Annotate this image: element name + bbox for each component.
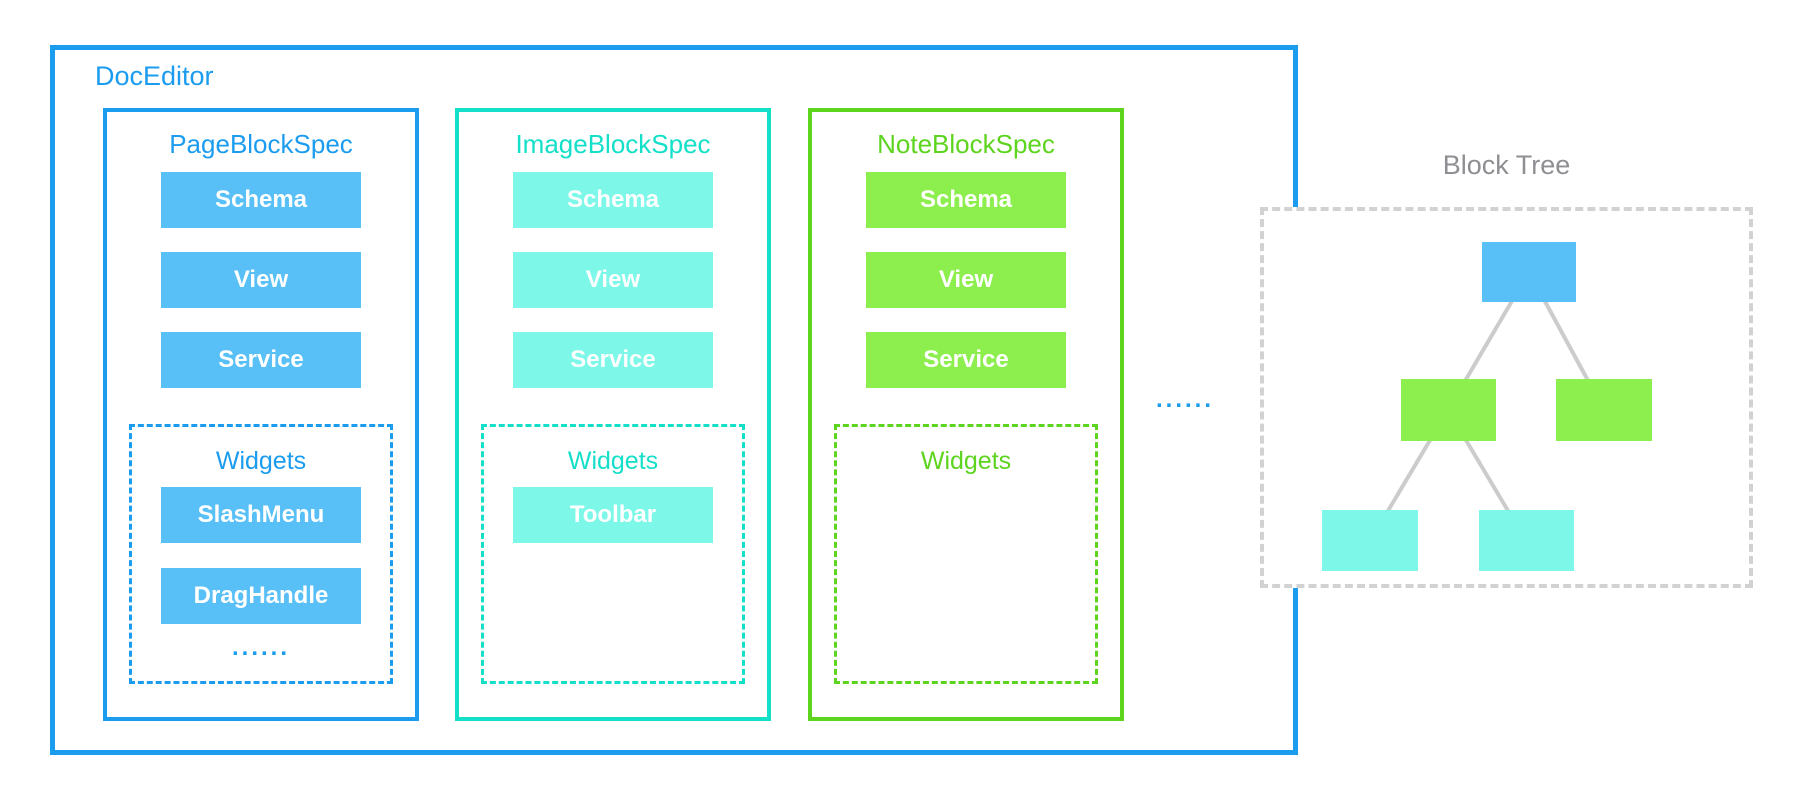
image-widgets-title: Widgets (567, 447, 659, 475)
page-block-spec-box: PageBlockSpec Schema View Service Widget… (103, 108, 419, 721)
note-block-spec-box: NoteBlockSpec Schema View Service Widget… (808, 108, 1124, 721)
image-widgets-box: Widgets Toolbar (481, 424, 745, 684)
note-service-block: Service (866, 332, 1066, 388)
page-slashmenu-block: SlashMenu (161, 487, 361, 543)
page-block-spec-title: PageBlockSpec (169, 129, 353, 159)
block-tree-title: Block Tree (1442, 150, 1571, 180)
more-specs-ellipsis: ...... (1156, 386, 1215, 413)
note-block-spec-title: NoteBlockSpec (877, 129, 1055, 159)
block-tree-graphic (1322, 242, 1652, 571)
page-schema-block: Schema (161, 172, 361, 228)
image-toolbar-block: Toolbar (513, 487, 713, 543)
image-block-spec-title: ImageBlockSpec (515, 129, 711, 159)
tree-node-root (1482, 242, 1576, 302)
tree-node-leaf-right (1479, 510, 1574, 571)
page-widgets-title: Widgets (215, 447, 307, 475)
page-view-block: View (161, 252, 361, 308)
doc-editor-box: DocEditor PageBlockSpec Schema View Serv… (50, 45, 1298, 755)
image-service-block: Service (513, 332, 713, 388)
page-draghandle-block: DragHandle (161, 568, 361, 624)
note-widgets-title: Widgets (920, 447, 1012, 475)
note-view-block: View (866, 252, 1066, 308)
note-schema-block: Schema (866, 172, 1066, 228)
doc-editor-title: DocEditor (95, 61, 214, 91)
tree-node-child-right (1556, 379, 1652, 441)
page-service-block: Service (161, 332, 361, 388)
note-widgets-box: Widgets (834, 424, 1098, 684)
page-widgets-box: Widgets SlashMenu DragHandle ...... (129, 424, 393, 684)
image-view-block: View (513, 252, 713, 308)
image-block-spec-box: ImageBlockSpec Schema View Service Widge… (455, 108, 771, 721)
tree-node-leaf-left (1322, 510, 1418, 571)
tree-node-child-left (1401, 379, 1496, 441)
image-schema-block: Schema (513, 172, 713, 228)
block-tree-box (1260, 207, 1753, 588)
page-widgets-ellipsis: ...... (231, 634, 290, 661)
